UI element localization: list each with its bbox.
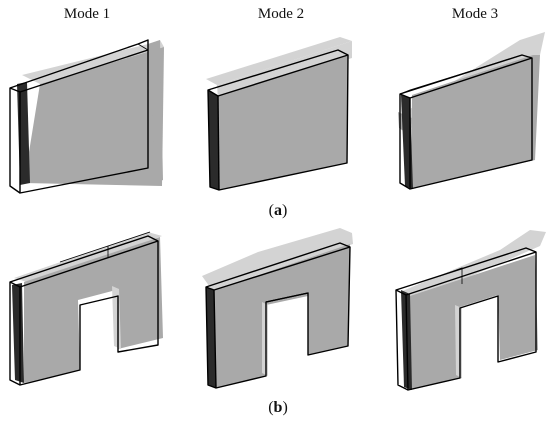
column-header-mode-3: Mode 3 (452, 6, 498, 22)
column-header-mode-2: Mode 2 (258, 6, 304, 22)
wall-solid-mode-2 (206, 37, 352, 191)
wall-opening-mode-2 (202, 228, 353, 389)
wall-solid-mode-3 (398, 32, 545, 190)
wall-opening-mode-3 (395, 230, 546, 391)
wall-solid-mode-1 (9, 39, 164, 194)
column-header-mode-1: Mode 1 (64, 6, 110, 22)
panel-label-a: (a) (269, 202, 288, 219)
wall-opening-mode-1 (9, 231, 163, 386)
panel-label-b: (b) (268, 399, 288, 416)
